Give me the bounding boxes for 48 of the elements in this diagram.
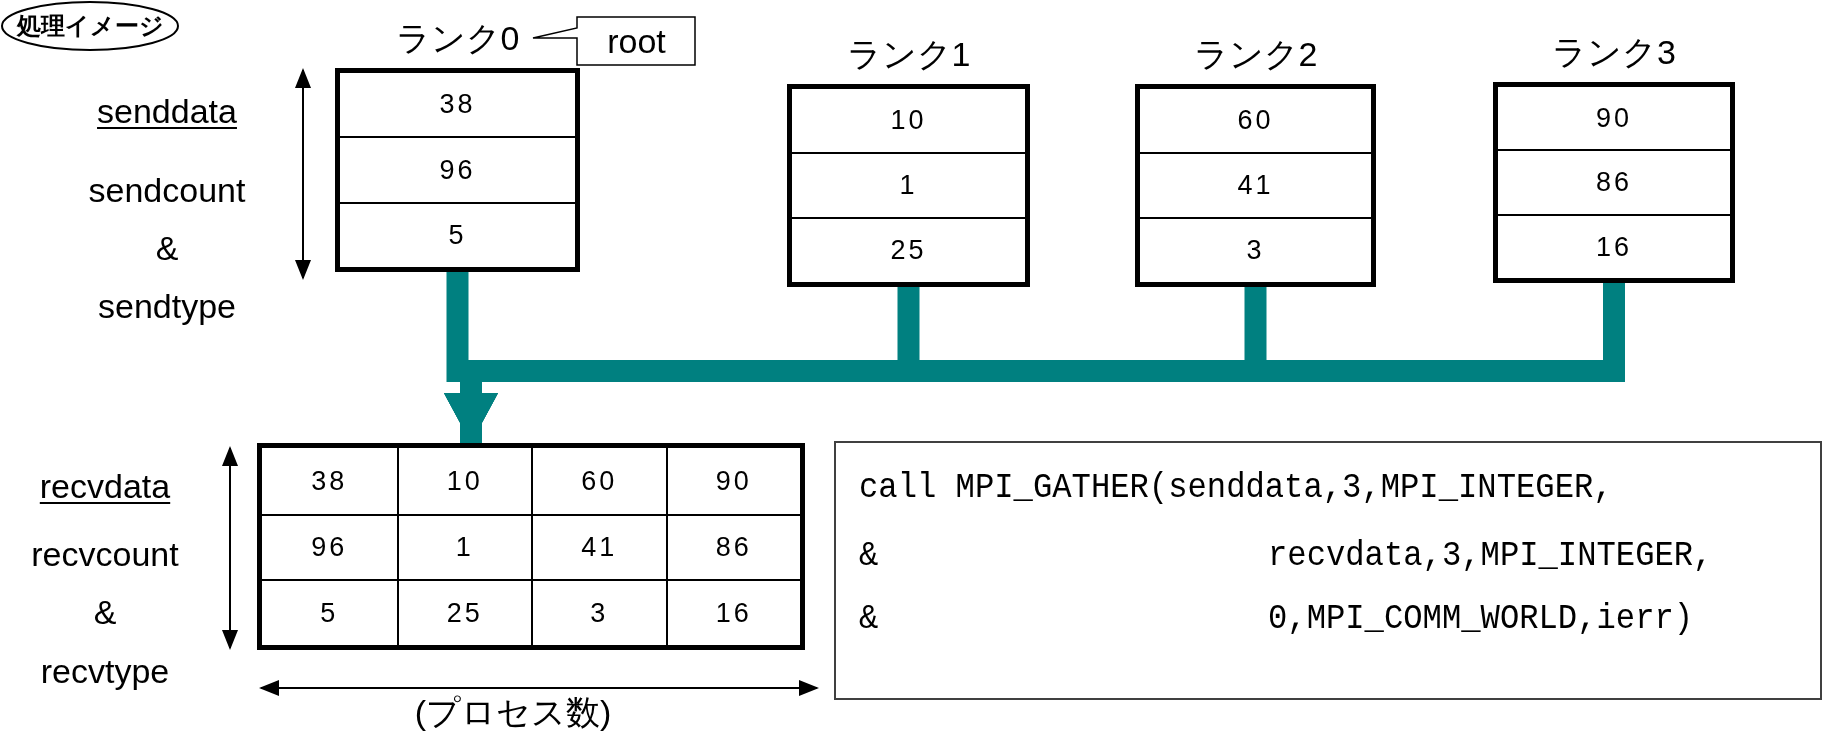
table-value: 86 [715,531,752,565]
table-value: 41 [581,531,618,565]
table-value: 3 [590,596,609,630]
table-value: 1 [455,531,474,565]
code-line: 0,MPI_COMM_WORLD,ierr) [1268,601,1694,637]
code-line: recvdata,3,MPI_INTEGER, [1268,538,1713,574]
rank-heading: ランク3 [1552,35,1676,69]
table-value: 16 [715,596,752,630]
array-value: 3 [1246,234,1265,268]
variable-label: recvcount [31,537,179,571]
array-value: 16 [1595,230,1632,264]
table-value: 5 [320,596,339,630]
table-value: 90 [715,464,752,498]
variable-label: sendtype [98,289,236,323]
code-line: & [859,538,879,574]
array-value: 5 [448,219,467,253]
array-value: 41 [1237,169,1274,203]
rank-heading: ランク2 [1193,37,1318,71]
array-value: 38 [439,88,476,122]
table-value: 10 [446,464,483,498]
code-line: & [859,601,879,637]
variable-label: recvdata [39,469,171,503]
result-table [257,443,805,650]
variable-label: (プロセス数) [414,695,612,729]
variable-label: & [93,595,117,629]
variable-label: & [155,231,179,265]
code-line: call MPI_GATHER(senddata,3,MPI_INTEGER, [859,470,1613,506]
rank-heading: ランク0 [395,21,520,55]
table-value: 96 [311,531,348,565]
callout-text: root [607,24,666,58]
array-value: 96 [439,153,476,187]
array-value: 1 [899,169,918,203]
table-value: 60 [581,464,618,498]
code-box [834,441,1822,700]
array-value: 10 [890,104,927,138]
table-value: 38 [311,464,348,498]
array-value: 86 [1595,166,1632,200]
variable-label: recvtype [40,654,170,688]
array-value: 25 [890,234,927,268]
rank-heading: ランク1 [846,37,971,71]
variable-label: sendcount [88,173,246,207]
array-value: 60 [1237,104,1274,138]
variable-label: senddata [97,94,237,128]
title-ellipse [0,0,180,52]
table-value: 25 [446,596,483,630]
callout-box [530,16,696,66]
title-text: 処理イメージ [16,11,164,41]
array-value: 90 [1595,101,1632,135]
